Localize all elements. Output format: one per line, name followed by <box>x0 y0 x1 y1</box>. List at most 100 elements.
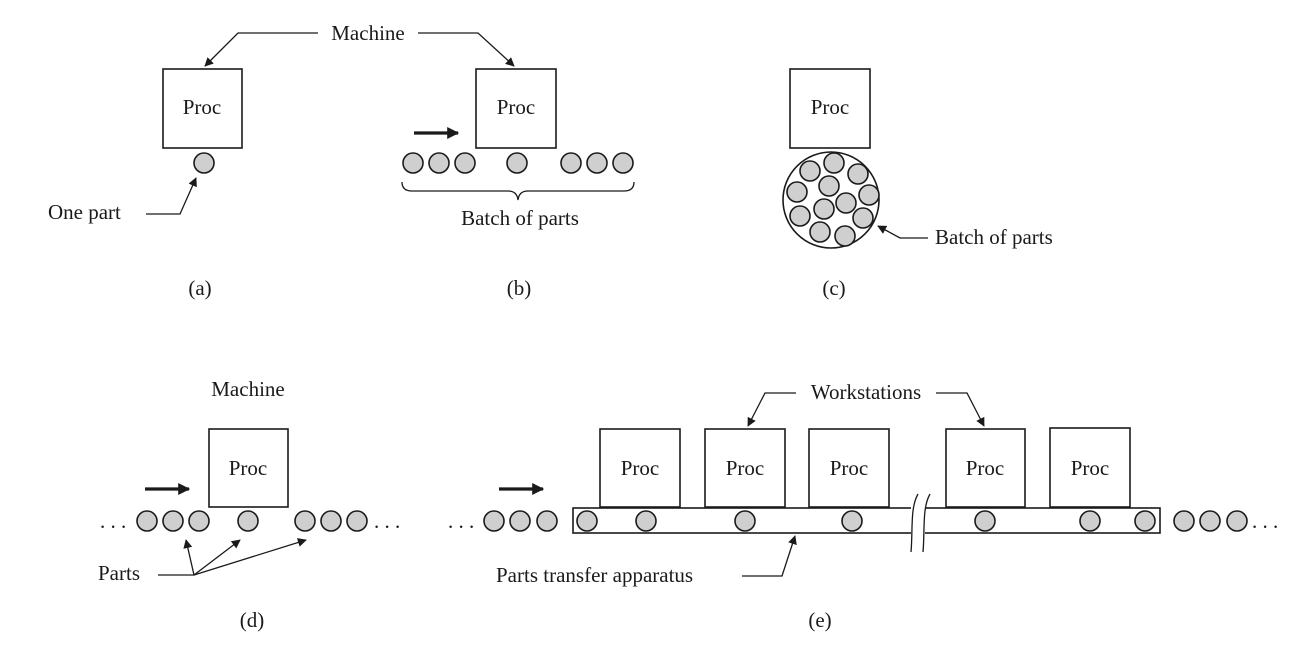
caption-a: (a) <box>188 276 211 300</box>
panel-e: Workstations Proc Proc Proc Proc Proc . … <box>448 380 1278 632</box>
part <box>813 198 835 220</box>
part <box>799 160 821 182</box>
proc-box-b <box>475 68 557 149</box>
batch-leader-c <box>877 225 928 239</box>
ellipsis-right-d: . . . <box>374 509 400 533</box>
panel-b: Proc Batch of parts (b) <box>401 68 635 300</box>
part <box>586 152 608 174</box>
part <box>454 152 476 174</box>
part <box>237 510 259 532</box>
proc-label-d: Proc <box>229 456 268 480</box>
workstation-2: Proc <box>704 428 786 508</box>
part <box>789 205 811 227</box>
part <box>576 510 598 532</box>
proc-label-c: Proc <box>811 95 850 119</box>
ellipsis-right-e: . . . <box>1252 509 1278 533</box>
parts-leader <box>193 538 307 576</box>
incoming-parts-e <box>483 510 558 532</box>
caption-b: (b) <box>507 276 532 300</box>
caption-d: (d) <box>240 608 265 632</box>
proc-box-a <box>162 68 243 149</box>
batch-label-b: Batch of parts <box>461 206 579 230</box>
break-line-right <box>922 493 931 553</box>
parts-row-d <box>136 510 368 532</box>
part <box>320 510 342 532</box>
part <box>1199 510 1221 532</box>
machine-leader-b <box>418 32 515 67</box>
part <box>402 152 424 174</box>
part <box>162 510 184 532</box>
part <box>858 184 880 206</box>
part <box>841 510 863 532</box>
part <box>818 175 840 197</box>
part <box>974 510 996 532</box>
batch-brace-b <box>401 181 635 201</box>
single-part <box>193 152 215 174</box>
part <box>1134 510 1156 532</box>
parts-leaders-d <box>158 538 307 576</box>
caption-c: (c) <box>822 276 845 300</box>
proc-label-e5: Proc <box>1071 456 1110 480</box>
parts-leader <box>193 539 241 576</box>
part <box>1079 510 1101 532</box>
break-gap <box>911 500 925 550</box>
parts-leader <box>158 539 195 576</box>
part <box>1173 510 1195 532</box>
conveyor-break <box>910 493 931 553</box>
transfer-conveyor <box>572 507 1161 534</box>
part <box>536 510 558 532</box>
machine-label-d: Machine <box>211 377 284 401</box>
proc-label-a: Proc <box>183 95 222 119</box>
panel-d: Machine Proc . . . . . . Parts (d) <box>98 377 400 632</box>
part <box>136 510 158 532</box>
part <box>823 152 845 174</box>
part <box>428 152 450 174</box>
part <box>483 510 505 532</box>
parts-label-d: Parts <box>98 561 140 585</box>
part <box>346 510 368 532</box>
part <box>612 152 634 174</box>
batch-parts-c <box>786 152 880 247</box>
outgoing-parts-e <box>1173 510 1248 532</box>
ellipsis-left-d: . . . <box>100 509 126 533</box>
part <box>809 221 831 243</box>
workstations-leader-left <box>747 392 796 427</box>
part <box>294 510 316 532</box>
transfer-label: Parts transfer apparatus <box>496 563 693 587</box>
proc-box-e1 <box>599 428 681 508</box>
panel-a: Proc One part (a) <box>48 68 243 300</box>
workstations-leader-right <box>936 392 985 427</box>
part <box>188 510 210 532</box>
part <box>635 510 657 532</box>
proc-box-c <box>789 68 871 149</box>
proc-label-b: Proc <box>497 95 536 119</box>
workstation-5: Proc <box>1049 427 1131 508</box>
part <box>834 225 856 247</box>
caption-e: (e) <box>808 608 831 632</box>
one-part-label: One part <box>48 200 121 224</box>
proc-box-e3 <box>808 428 890 508</box>
batch-parts-b <box>402 152 634 174</box>
transfer-leader <box>742 535 797 577</box>
part <box>506 152 528 174</box>
proc-label-e2: Proc <box>726 456 765 480</box>
part <box>847 163 869 185</box>
proc-box-e4 <box>945 428 1026 508</box>
conveyor-parts-e <box>576 510 1156 532</box>
panel-c: Proc Batch of parts (c) <box>782 68 1053 300</box>
proc-box-d <box>208 428 289 508</box>
part <box>560 152 582 174</box>
break-line-left <box>910 493 919 553</box>
part <box>786 181 808 203</box>
ellipsis-left-e: . . . <box>448 509 474 533</box>
workstation-4: Proc <box>945 428 1026 508</box>
proc-label-e3: Proc <box>830 456 869 480</box>
proc-label-e4: Proc <box>966 456 1005 480</box>
proc-box-e5 <box>1049 427 1131 508</box>
one-part-leader <box>146 177 197 215</box>
workstation-1: Proc <box>599 428 681 508</box>
part <box>1226 510 1248 532</box>
workstation-3: Proc <box>808 428 890 508</box>
proc-label-e1: Proc <box>621 456 660 480</box>
